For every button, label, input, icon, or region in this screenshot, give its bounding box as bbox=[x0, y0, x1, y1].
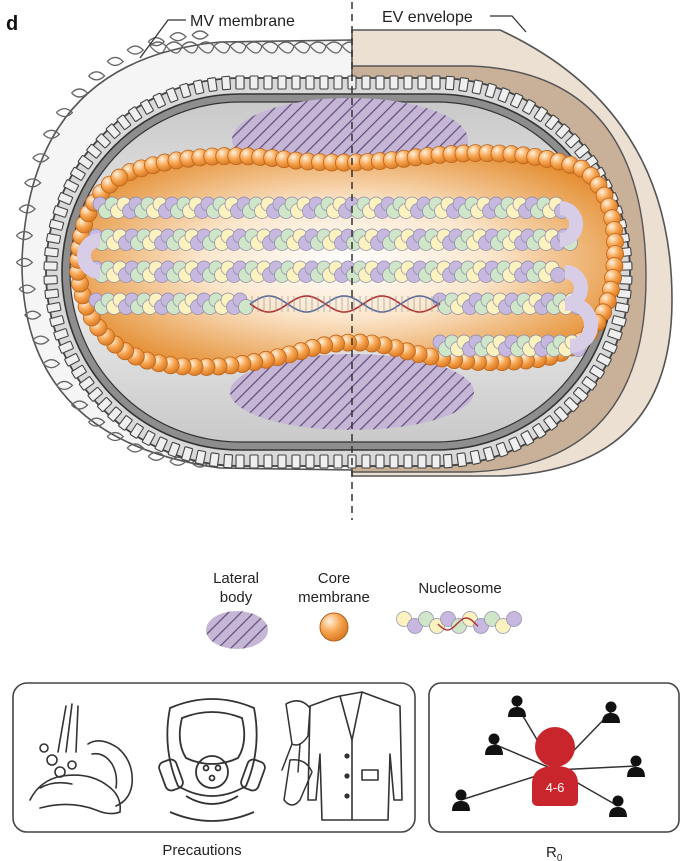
legend: Lateral body Core membrane Nucleosome bbox=[206, 570, 522, 649]
legend-lateral-body-swatch bbox=[206, 611, 268, 649]
precautions-panel: Precautions bbox=[12, 682, 416, 859]
contact-person-icon bbox=[508, 695, 526, 717]
ev-envelope-leader bbox=[490, 15, 527, 33]
contact-person-icon bbox=[485, 733, 503, 755]
contact-person-icon bbox=[627, 755, 645, 777]
hand-washing-icon bbox=[29, 703, 134, 815]
legend-nucleosome-label: Nucleosome bbox=[418, 580, 501, 597]
legend-nucleosome-swatch bbox=[396, 611, 522, 634]
legend-core-membrane-line2: membrane bbox=[298, 589, 370, 606]
contact-person-icon bbox=[452, 789, 470, 811]
mv-membrane-label: MV membrane bbox=[190, 13, 295, 30]
r0-caption: R0 bbox=[546, 844, 563, 861]
legend-core-membrane-swatch bbox=[319, 612, 349, 642]
lab-coat-icon bbox=[307, 691, 403, 821]
legend-core-membrane-line1: Core bbox=[318, 570, 351, 587]
virion-diagram bbox=[15, 2, 673, 520]
r0-value: 4-6 bbox=[546, 780, 565, 795]
ev-envelope-label: EV envelope bbox=[382, 9, 473, 26]
genome-nucleosomes bbox=[77, 196, 598, 357]
panel-letter: d bbox=[6, 13, 18, 35]
legend-lateral-body-line2: body bbox=[220, 589, 253, 606]
contact-person-icon bbox=[609, 795, 627, 817]
index-case-person-icon bbox=[532, 727, 578, 806]
legend-lateral-body-line1: Lateral bbox=[213, 570, 259, 587]
precautions-caption: Precautions bbox=[162, 842, 241, 859]
mv-membrane-leader bbox=[139, 19, 186, 59]
r0-panel: 4-6 R0 bbox=[428, 682, 680, 861]
respirator-mask-icon bbox=[158, 698, 266, 822]
contact-person-icon bbox=[602, 701, 620, 723]
dna-helix bbox=[249, 295, 441, 313]
gloves-icon bbox=[281, 700, 313, 806]
